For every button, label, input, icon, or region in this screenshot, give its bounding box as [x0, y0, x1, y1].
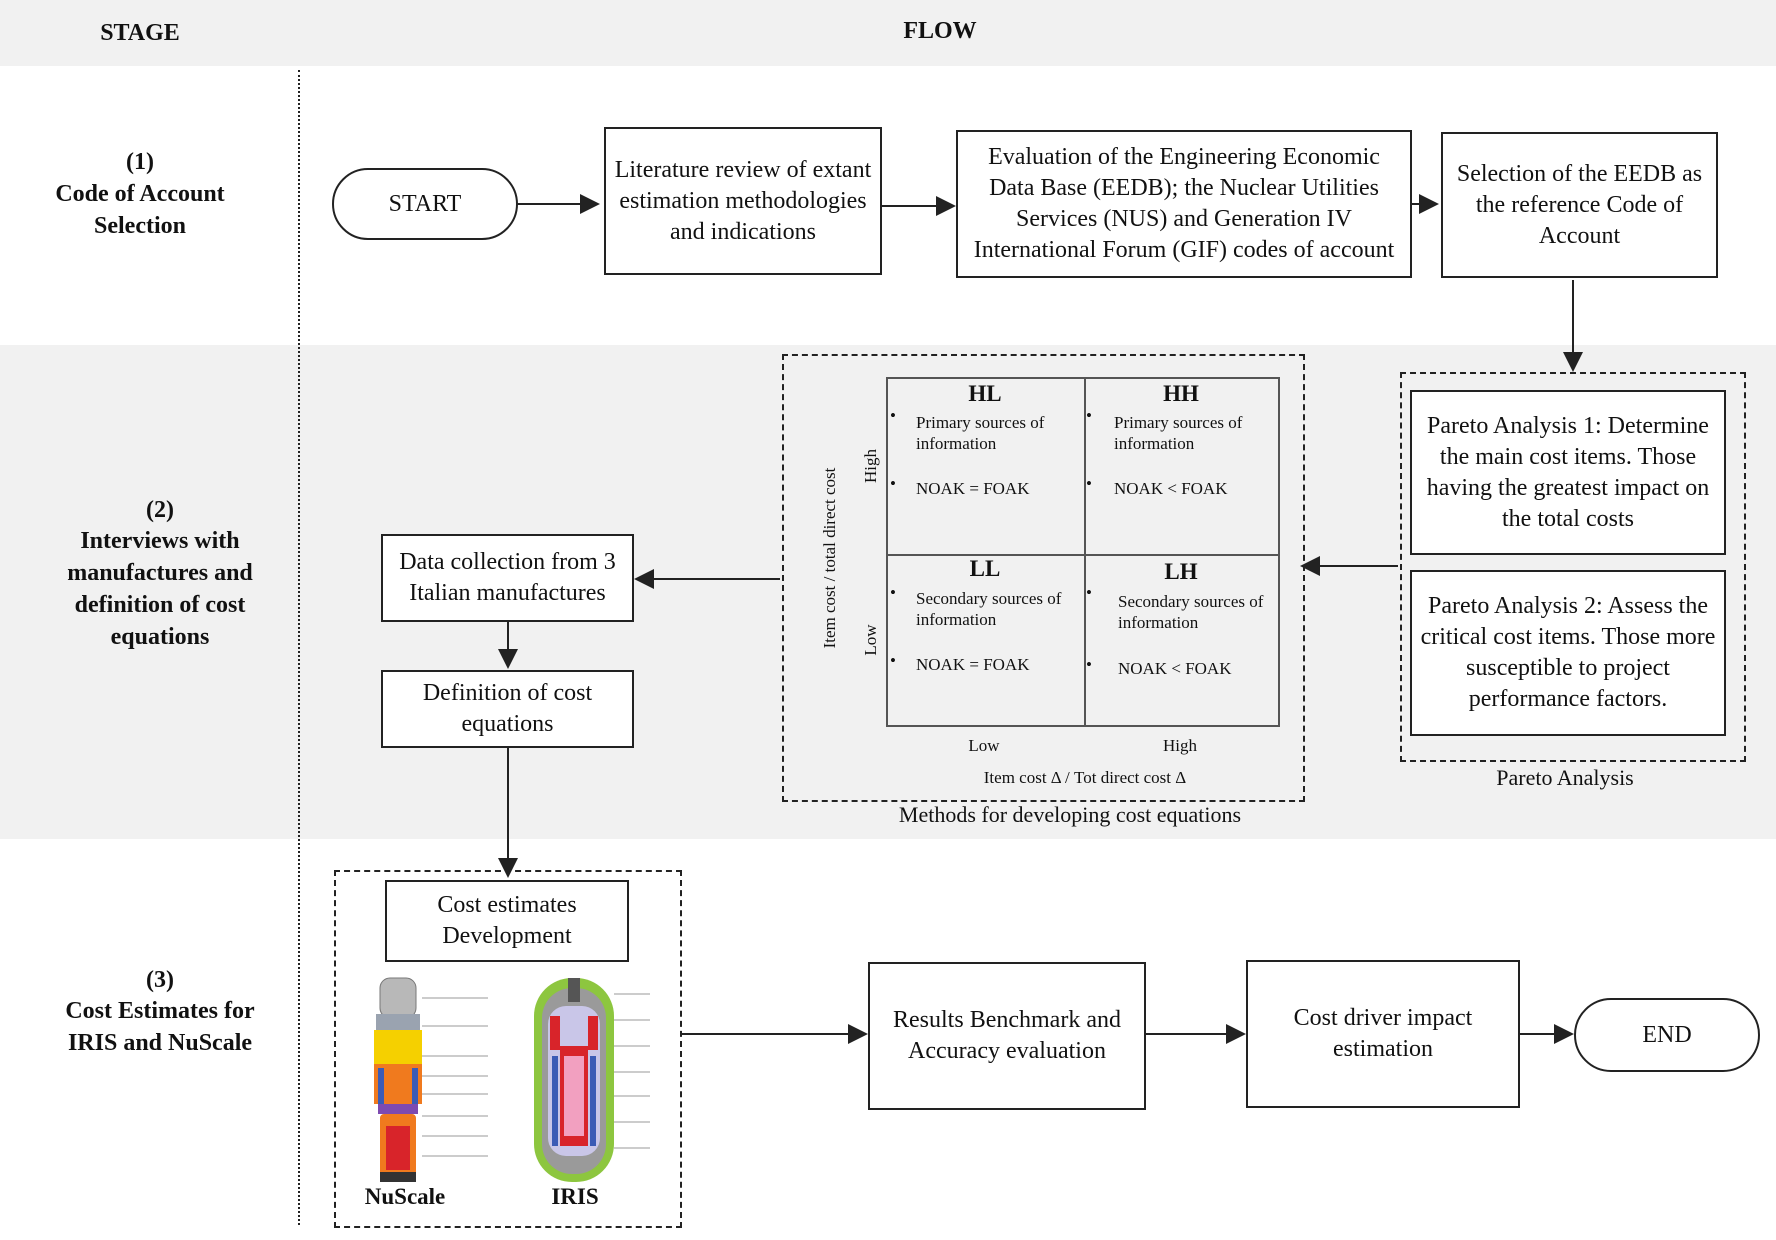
- y-axis-high: High: [861, 449, 880, 483]
- pareto-analysis-1-box: Pareto Analysis 1: Determine the main co…: [1410, 390, 1726, 555]
- stage-divider: [298, 70, 300, 1225]
- methods-caption: Methods for developing cost equations: [898, 802, 1242, 827]
- quadrant-hh-bullet-2: •: [1086, 474, 1092, 493]
- quadrant-hl-relation: NOAK = FOAK: [916, 479, 1030, 498]
- header-band: [0, 0, 1776, 66]
- x-axis-low: Low: [968, 736, 1000, 755]
- nuscale-label: NuScale: [364, 1184, 446, 1209]
- y-axis-low: Low: [861, 624, 880, 656]
- quadrant-lh-source: Secondary sources of information: [1118, 592, 1264, 632]
- quadrant-hh-title: HH: [1163, 381, 1199, 406]
- pareto-analysis-2-box: Pareto Analysis 2: Assess the critical c…: [1410, 570, 1726, 736]
- flow-header: FLOW: [903, 18, 977, 44]
- pareto-group: [1400, 372, 1746, 762]
- quadrant-grid: [886, 377, 1280, 727]
- quadrant-lh-title: LH: [1164, 559, 1198, 584]
- literature-review-box: Literature review of extant estimation m…: [604, 127, 882, 275]
- stage-1-number: (1): [126, 149, 154, 175]
- stage-1-label: Code of Account Selection: [55, 181, 225, 239]
- quadrant-lh-bullet-2: •: [1086, 655, 1092, 674]
- quadrant-hh-source: Primary sources of information: [1114, 413, 1243, 453]
- stage-3-number: (3): [146, 967, 174, 993]
- evaluation-box: Evaluation of the Engineering Economic D…: [956, 130, 1412, 278]
- iris-reactor-image: [534, 978, 650, 1182]
- y-axis-label: Item cost / total direct cost: [820, 467, 839, 649]
- quadrant-ll-relation: NOAK = FOAK: [916, 655, 1030, 674]
- definition-box: Definition of cost equations: [381, 670, 634, 748]
- quadrant-hl-bullet-1: •: [890, 406, 896, 425]
- stage-2-number: (2): [146, 497, 174, 523]
- quadrant-hl-title: HL: [968, 381, 1002, 406]
- quadrant-ll-title: LL: [969, 556, 1001, 581]
- stage-3-label: Cost Estimates for IRIS and NuScale: [65, 998, 255, 1056]
- quadrant-hl-source: Primary sources of information: [916, 413, 1045, 453]
- data-collection-box: Data collection from 3 Italian manufactu…: [381, 534, 634, 622]
- benchmark-box: Results Benchmark and Accuracy evaluatio…: [868, 962, 1146, 1110]
- iris-label: IRIS: [551, 1184, 599, 1209]
- quadrant-ll-source: Secondary sources of information: [916, 589, 1062, 629]
- start-node: START: [332, 168, 518, 240]
- x-axis-label: Item cost Δ / Tot direct cost Δ: [983, 768, 1187, 787]
- quadrant-hh-bullet-1: •: [1086, 406, 1092, 425]
- quadrant-ll-bullet-2: •: [890, 651, 896, 670]
- grid-vertical-divider: [1084, 379, 1086, 725]
- grid-horizontal-divider: [888, 554, 1278, 556]
- cost-estimates-group: [334, 870, 682, 1228]
- quadrant-lh-bullet-1: •: [1086, 583, 1092, 602]
- quadrant-lh-relation: NOAK < FOAK: [1118, 659, 1232, 678]
- quadrant-hl-bullet-2: •: [890, 474, 896, 493]
- cost-driver-box: Cost driver impact estimation: [1246, 960, 1520, 1108]
- methods-group: [782, 354, 1305, 802]
- x-axis-high: High: [1163, 736, 1197, 755]
- end-node: END: [1574, 998, 1760, 1072]
- cost-estimates-box: Cost estimates Development: [385, 880, 629, 962]
- stage-2-label: Interviews with manufactures and definit…: [67, 528, 253, 650]
- quadrant-ll-bullet-1: •: [890, 583, 896, 602]
- quadrant-hh-relation: NOAK < FOAK: [1114, 479, 1228, 498]
- pareto-caption: Pareto Analysis: [1496, 765, 1634, 790]
- nuscale-reactor-image: [374, 977, 488, 1182]
- stage-header: STAGE: [100, 20, 180, 46]
- selection-box: Selection of the EEDB as the reference C…: [1441, 132, 1718, 278]
